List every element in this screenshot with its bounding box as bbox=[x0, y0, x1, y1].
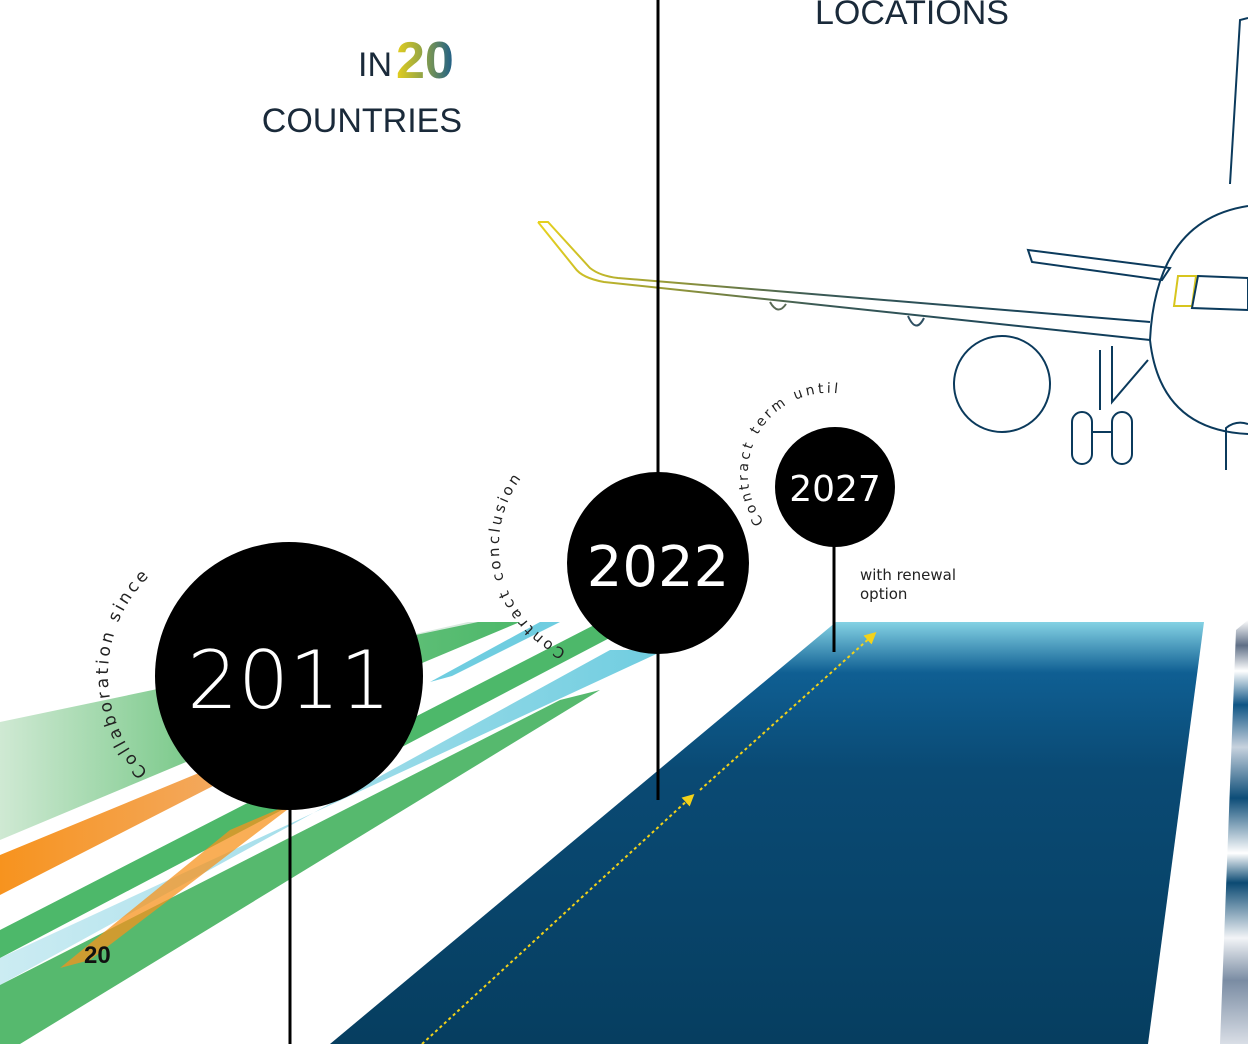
countries-label: COUNTRIES bbox=[262, 102, 462, 140]
year-circle bbox=[775, 427, 895, 547]
milestone-2022: 2022 Contract conclusion bbox=[485, 468, 749, 663]
arrow-icon bbox=[699, 631, 877, 791]
milestone-caption: Contract conclusion bbox=[485, 468, 568, 663]
year-circle bbox=[155, 542, 423, 810]
year-label: 2011 bbox=[187, 634, 391, 727]
caption-text: Contract conclusion bbox=[485, 468, 565, 663]
streak-green-bottom bbox=[0, 690, 600, 1044]
countries-count: 20 bbox=[396, 32, 454, 90]
runway-shape bbox=[330, 622, 1204, 1044]
milestone-2027: 2027 Contract term until bbox=[736, 381, 895, 652]
renewal-note: with renewal option bbox=[860, 566, 957, 603]
locations-label: LOCATIONS bbox=[815, 0, 1009, 32]
streak-orange-lower bbox=[60, 800, 300, 968]
airplane-icon bbox=[537, 17, 1248, 470]
year-circle bbox=[567, 472, 749, 654]
year-label: 2027 bbox=[789, 469, 881, 510]
streak-blue-short bbox=[430, 622, 560, 682]
arrow-icon bbox=[421, 793, 695, 1045]
in-label: IN bbox=[358, 46, 392, 84]
page-number: 20 bbox=[84, 942, 111, 969]
runway-edge-strip bbox=[1220, 620, 1248, 1044]
year-label: 2022 bbox=[587, 535, 730, 600]
